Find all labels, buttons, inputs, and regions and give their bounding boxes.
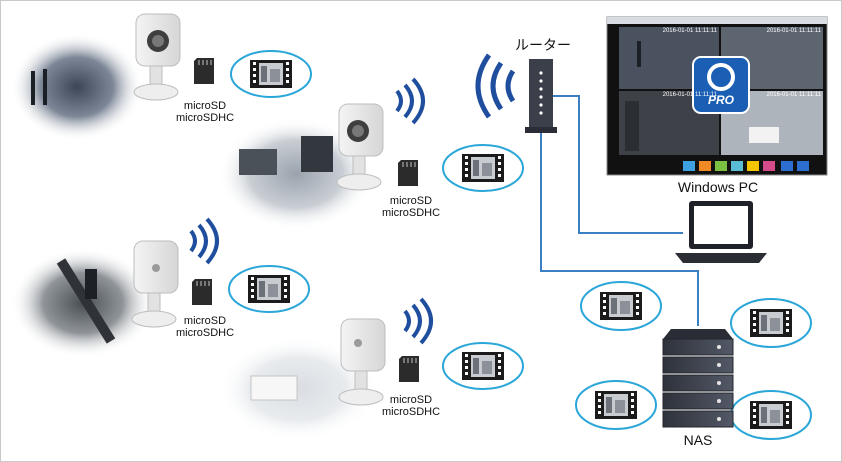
camera-unit-4 [218, 297, 524, 441]
sd-card-icon [194, 58, 214, 84]
sd-label-line1: microSD [183, 100, 227, 112]
video-film-icon [248, 275, 290, 303]
router-body [529, 59, 553, 129]
windows-pc-label: Windows PC [677, 179, 759, 195]
video-film-icon [462, 352, 504, 380]
router-label: ルーター [515, 37, 571, 53]
scene-photo-corridor [11, 33, 143, 141]
network-camera [336, 103, 384, 191]
sd-label-line2: microSDHC [175, 327, 235, 339]
sd-label-line1: microSD [389, 394, 433, 406]
timestamp-view-3: 2016-01-01 11:11:11 [662, 92, 717, 98]
scene-photo-living-room [218, 337, 378, 441]
video-film-icon [750, 401, 792, 429]
sd-card-icon [398, 160, 418, 186]
sd-label-2: microSD microSDHC [371, 195, 451, 219]
sd-label-4: microSD microSDHC [371, 394, 451, 418]
router [475, 53, 557, 133]
video-film-icon [595, 391, 637, 419]
wifi-icon [403, 297, 433, 345]
pro-badge [692, 56, 750, 114]
nas-label: NAS [683, 432, 713, 448]
camera-unit-2 [218, 77, 524, 230]
sd-label-line2: microSDHC [381, 406, 441, 418]
network-camera [133, 13, 181, 101]
video-film-icon [600, 292, 642, 320]
laptop-base [675, 253, 767, 263]
sd-label-line1: microSD [183, 315, 227, 327]
video-film-icon [462, 154, 504, 182]
sd-label-line1: microSD [389, 195, 433, 207]
sd-label-line2: microSDHC [175, 112, 235, 124]
sd-label-3: microSD microSDHC [165, 315, 245, 339]
sd-card-icon [192, 279, 212, 305]
timestamp-view-4: 2016-01-01 11:11:11 [766, 92, 821, 98]
nas-server [662, 329, 734, 428]
laptop [675, 201, 767, 263]
video-film-icon [750, 309, 792, 337]
cable-router-to-pc [551, 95, 683, 234]
lan-cables [540, 95, 699, 326]
wifi-icon [475, 53, 516, 119]
wifi-icon [189, 217, 219, 265]
video-film-icon [250, 60, 292, 88]
pro-badge-text: PRO [707, 93, 734, 107]
timestamp-view-2: 2016-01-01 11:11:11 [766, 28, 821, 34]
network-camera [338, 318, 386, 406]
viewer-screen [606, 16, 828, 176]
nas-bubbles [575, 281, 812, 440]
sd-card-icon [399, 356, 419, 382]
sd-label-line2: microSDHC [381, 207, 441, 219]
cable-router-to-nas [540, 131, 699, 326]
sd-label-1: microSD microSDHC [165, 100, 245, 124]
wifi-icon [395, 77, 425, 125]
camera-unit-3 [11, 217, 310, 358]
camera-unit-1 [11, 13, 312, 141]
timestamp-view-1: 2016-01-01 11:11:11 [662, 28, 717, 34]
scene-photo-office [218, 118, 374, 230]
